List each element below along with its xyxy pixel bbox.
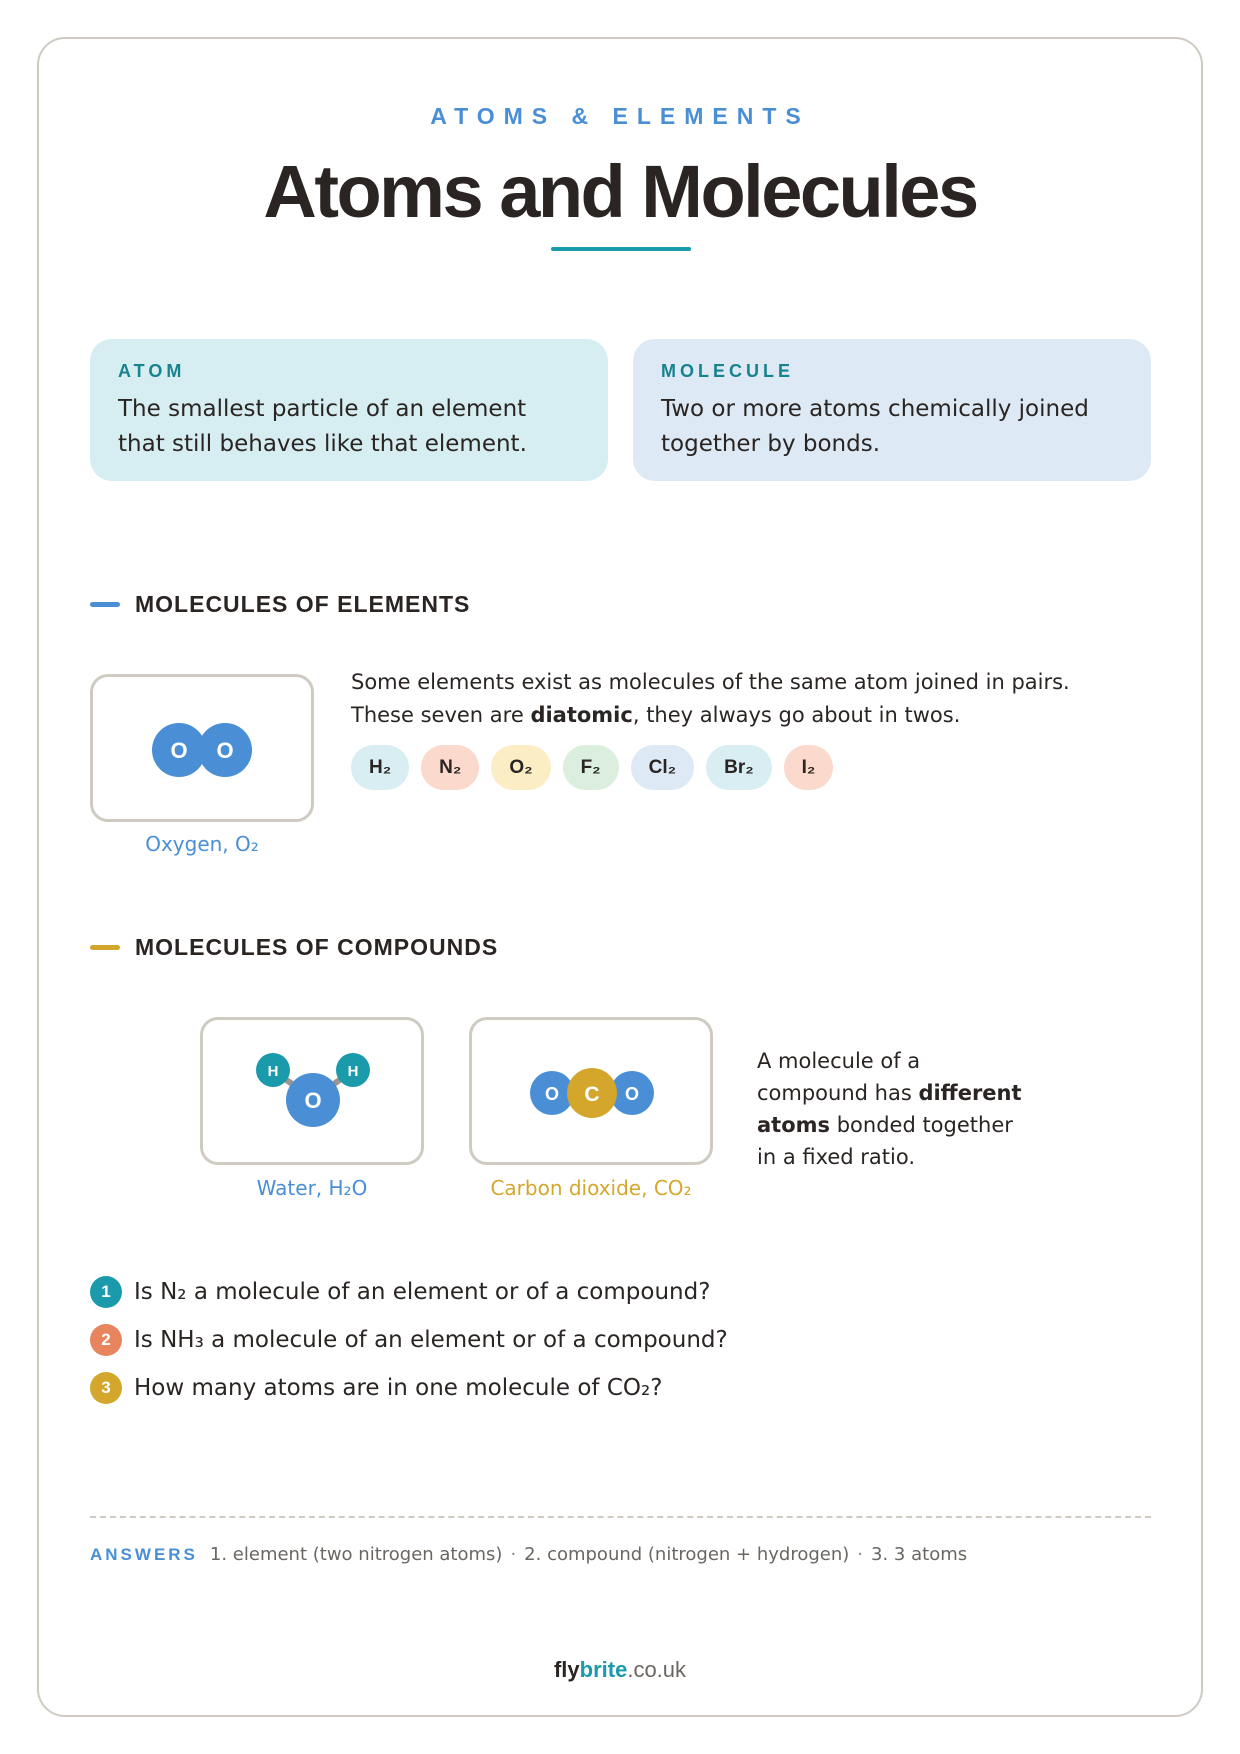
- atom-definition-card: ATOM The smallest particle of an element…: [90, 339, 608, 481]
- question-item: 2 Is NH₃ a molecule of an element or of …: [90, 1318, 728, 1362]
- co2-caption: Carbon dioxide, CO₂: [490, 1176, 692, 1200]
- water-molecule-diagram: H O H: [200, 1017, 424, 1165]
- answer-3: 3. 3 atoms: [871, 1544, 968, 1565]
- compounds-heading-text: MOLECULES OF COMPOUNDS: [135, 933, 499, 960]
- answer-separator: ·: [857, 1544, 864, 1565]
- questions-list: 1 Is N₂ a molecule of an element or of a…: [90, 1270, 728, 1414]
- question-item: 1 Is N₂ a molecule of an element or of a…: [90, 1270, 728, 1314]
- diatomic-paragraph-line2: These seven are diatomic, they always go…: [351, 703, 961, 727]
- svg-text:O: O: [304, 1088, 321, 1113]
- chip-cl2: Cl₂: [630, 745, 695, 790]
- compound-paragraph-line4: in a fixed ratio.: [757, 1145, 916, 1169]
- elements-heading-text: MOLECULES OF ELEMENTS: [135, 590, 471, 617]
- svg-text:O: O: [216, 738, 233, 763]
- question-text: Is N₂ a molecule of an element or of a c…: [134, 1279, 711, 1305]
- chip-o2: O₂: [491, 745, 551, 790]
- molecule-definition-text: Two or more atoms chemically joined toge…: [661, 396, 1089, 457]
- question-number-badge: 1: [90, 1276, 122, 1308]
- svg-text:H: H: [268, 1063, 279, 1080]
- diatomic-term: diatomic: [530, 703, 633, 727]
- chip-f2: F₂: [562, 745, 619, 790]
- diatomic-paragraph-line1: Some elements exist as molecules of the …: [351, 670, 1070, 694]
- svg-text:O: O: [625, 1084, 639, 1104]
- chip-br2: Br₂: [706, 745, 772, 790]
- svg-text:C: C: [584, 1083, 599, 1106]
- topic-eyebrow: ATOMS & ELEMENTS: [430, 103, 810, 129]
- co2-oxygen-atom-left: O: [530, 1071, 574, 1115]
- title-underline: [551, 247, 691, 251]
- water-oxygen-atom: O: [286, 1073, 340, 1127]
- svg-text:O: O: [545, 1084, 559, 1104]
- hydrogen-atom-right: H: [336, 1053, 370, 1087]
- page-title: Atoms and Molecules: [263, 150, 979, 233]
- compound-paragraph-line1: A molecule of a: [757, 1049, 921, 1073]
- atom-definition-label: ATOM: [118, 361, 186, 381]
- compounds-section-heading: MOLECULES OF COMPOUNDS: [90, 932, 498, 962]
- brand-footer: flybrite.co.uk: [39, 1657, 1201, 1683]
- compound-paragraph-line2: compound has different: [757, 1081, 1022, 1105]
- answers-divider: [90, 1516, 1151, 1518]
- hydrogen-atom-left: H: [256, 1053, 290, 1087]
- question-number-badge: 3: [90, 1372, 122, 1404]
- chip-i2: I₂: [783, 745, 834, 790]
- brand-domain: .co.uk: [627, 1657, 687, 1682]
- co2-carbon-atom: C: [567, 1068, 617, 1118]
- brand-fly: fly: [553, 1657, 580, 1682]
- compound-paragraph: A molecule of a compound has different a…: [757, 1045, 1057, 1173]
- answer-2: 2. compound (nitrogen + hydrogen): [524, 1544, 850, 1565]
- molecule-definition-label: MOLECULE: [661, 361, 794, 381]
- question-text: Is NH₃ a molecule of an element or of a …: [134, 1327, 728, 1353]
- answers-label: ANSWERS: [90, 1545, 198, 1564]
- oxygen-atom-right: O: [198, 723, 252, 777]
- svg-text:H: H: [348, 1063, 359, 1080]
- svg-text:O: O: [170, 738, 187, 763]
- question-number-badge: 2: [90, 1324, 122, 1356]
- co2-oxygen-atom-right: O: [610, 1071, 654, 1115]
- co2-molecule-diagram: O O C: [469, 1017, 713, 1165]
- worksheet-page: ATOMS & ELEMENTS Atoms and Molecules ATO…: [37, 37, 1203, 1717]
- elements-section-heading: MOLECULES OF ELEMENTS: [90, 589, 470, 619]
- compound-paragraph-line3: atoms bonded together: [757, 1113, 1013, 1137]
- answer-1: 1. element (two nitrogen atoms): [209, 1544, 503, 1565]
- answer-separator: ·: [510, 1544, 517, 1565]
- elements-heading-accent: [90, 601, 120, 607]
- water-caption: Water, H₂O: [256, 1176, 368, 1200]
- atom-definition-text: The smallest particle of an element that…: [118, 396, 527, 457]
- oxygen-atom-left: O: [152, 723, 206, 777]
- chip-n2: N₂: [421, 745, 480, 790]
- question-text: How many atoms are in one molecule of CO…: [134, 1375, 663, 1401]
- diatomic-chips: H₂ N₂ O₂ F₂ Cl₂ Br₂ I₂: [351, 745, 834, 790]
- brand-brite: brite: [579, 1657, 628, 1682]
- answers-line: ANSWERS 1. element (two nitrogen atoms) …: [90, 1544, 967, 1565]
- diatomic-paragraph: Some elements exist as molecules of the …: [351, 666, 1151, 732]
- molecule-definition-card: MOLECULE Two or more atoms chemically jo…: [633, 339, 1151, 481]
- oxygen-caption: Oxygen, O₂: [145, 832, 259, 856]
- chip-h2: H₂: [351, 745, 410, 790]
- oxygen-molecule-diagram: O O: [90, 674, 314, 822]
- compounds-heading-accent: [90, 944, 120, 950]
- question-item: 3 How many atoms are in one molecule of …: [90, 1366, 728, 1410]
